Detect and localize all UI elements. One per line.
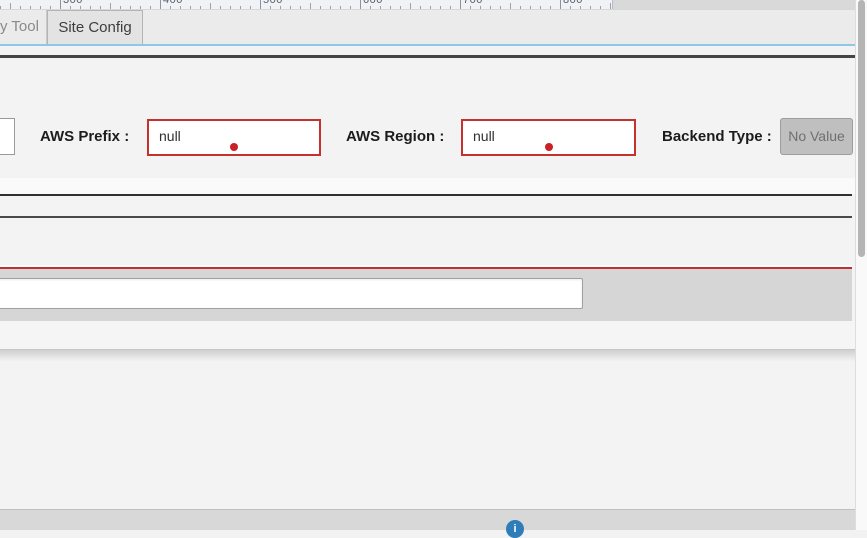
tab-site-config[interactable]: Site Config: [47, 10, 143, 44]
ruler-tick: [500, 6, 501, 9]
ruler-tick: [340, 6, 341, 9]
ruler-tick: [360, 0, 361, 9]
ruler-tick: [600, 6, 601, 9]
ruler-tick: [50, 6, 51, 9]
band-drop-shadow: [0, 350, 855, 361]
ruler-tick: [240, 6, 241, 9]
separator-dark-1: [0, 194, 852, 196]
separator-highlight: [0, 265, 852, 267]
ruler-tick: [210, 3, 211, 9]
ruler-tick: [420, 6, 421, 9]
aws-prefix-input[interactable]: null: [147, 119, 321, 156]
ruler-tick: [290, 6, 291, 9]
ruler-label: 300: [63, 0, 83, 6]
ruler-tick: [40, 6, 41, 9]
left-cutoff-input[interactable]: [0, 118, 15, 155]
aws-prefix-value: null: [159, 128, 181, 144]
sub-band: [0, 321, 855, 350]
ruler-tick: [480, 6, 481, 9]
footer-bar: [0, 509, 867, 530]
aws-region-label: AWS Region :: [346, 128, 445, 145]
ruler-tick: [230, 6, 231, 9]
ruler-tick: [140, 6, 141, 9]
ruler-tick: [280, 6, 281, 9]
separator-dark-top: [0, 55, 855, 58]
ruler-tick: [250, 6, 251, 9]
ruler-tick: [570, 6, 571, 9]
ruler-tick: [160, 0, 161, 9]
ruler-tick: [580, 6, 581, 9]
ruler-tick: [120, 6, 121, 9]
vertical-scrollbar[interactable]: [855, 0, 867, 530]
ruler-tick: [590, 6, 591, 9]
tab-previous-partial[interactable]: y Tool: [0, 10, 47, 44]
backend-type-label: Backend Type :: [662, 128, 772, 145]
ruler-tick: [80, 6, 81, 9]
separator-dark-2: [0, 216, 852, 218]
ruler-tick: [380, 6, 381, 9]
ruler-label: 500: [263, 0, 283, 6]
ruler-tick: [550, 6, 551, 9]
ruler-tick: [410, 3, 411, 9]
ruler-tick: [20, 6, 21, 9]
info-fab-button[interactable]: i: [506, 520, 524, 538]
ruler-tick: [310, 3, 311, 9]
ruler-tick: [260, 0, 261, 9]
ruler-label: 800: [563, 0, 583, 6]
ruler-tick: [560, 0, 561, 9]
ruler-tick: [510, 3, 511, 9]
light-band: [0, 178, 855, 194]
ruler-tick: [200, 6, 201, 9]
ruler-tick: [460, 0, 461, 9]
ruler-tick: [610, 3, 611, 9]
ruler-label: 600: [363, 0, 383, 6]
ruler-tick: [70, 6, 71, 9]
ruler-tick: [220, 6, 221, 9]
ruler-tick: [540, 6, 541, 9]
aws-prefix-label: AWS Prefix :: [40, 128, 130, 145]
backend-type-value-chip[interactable]: No Value: [780, 118, 853, 155]
ruler-tick: [190, 6, 191, 9]
ruler-tick: [0, 6, 1, 9]
required-dot-icon: [230, 143, 238, 151]
ruler-empty-area: [613, 0, 855, 9]
ruler-tick: [330, 6, 331, 9]
ruler-tick: [530, 6, 531, 9]
ruler-tick: [10, 3, 11, 9]
required-dot-icon: [544, 143, 553, 151]
ruler-tick: [180, 6, 181, 9]
aws-region-input[interactable]: null: [461, 119, 636, 156]
ruler-tick: [430, 6, 431, 9]
ruler-tick: [470, 6, 471, 9]
ruler-tick: [110, 3, 111, 9]
ruler-tick: [270, 6, 271, 9]
ruler-label: 400: [163, 0, 183, 6]
ruler-tick: [450, 6, 451, 9]
ruler-tick: [350, 6, 351, 9]
ruler-tick: [100, 6, 101, 9]
ruler-tick: [400, 6, 401, 9]
ruler-tick: [390, 6, 391, 9]
ruler-tick: [520, 6, 521, 9]
ruler-tick: [300, 6, 301, 9]
wide-text-input[interactable]: [0, 278, 583, 309]
scrollbar-thumb[interactable]: [858, 0, 865, 257]
ruler-tick: [370, 6, 371, 9]
aws-region-value: null: [473, 128, 495, 144]
ruler-tick: [90, 6, 91, 9]
ruler-tick: [150, 6, 151, 9]
ruler-tick: [320, 6, 321, 9]
horizontal-ruler: 300 400 500 600 700 800: [0, 0, 613, 9]
ruler-tick: [170, 6, 171, 9]
ruler-tick: [30, 6, 31, 9]
ruler-tick: [60, 0, 61, 9]
tab-underline: [0, 44, 855, 46]
ruler-tick: [490, 6, 491, 9]
ruler-tick: [440, 6, 441, 9]
separator-red: [0, 267, 852, 269]
tab-bar: y Tool Site Config: [0, 9, 855, 44]
ruler-label: 700: [463, 0, 483, 6]
ruler-tick: [130, 6, 131, 9]
